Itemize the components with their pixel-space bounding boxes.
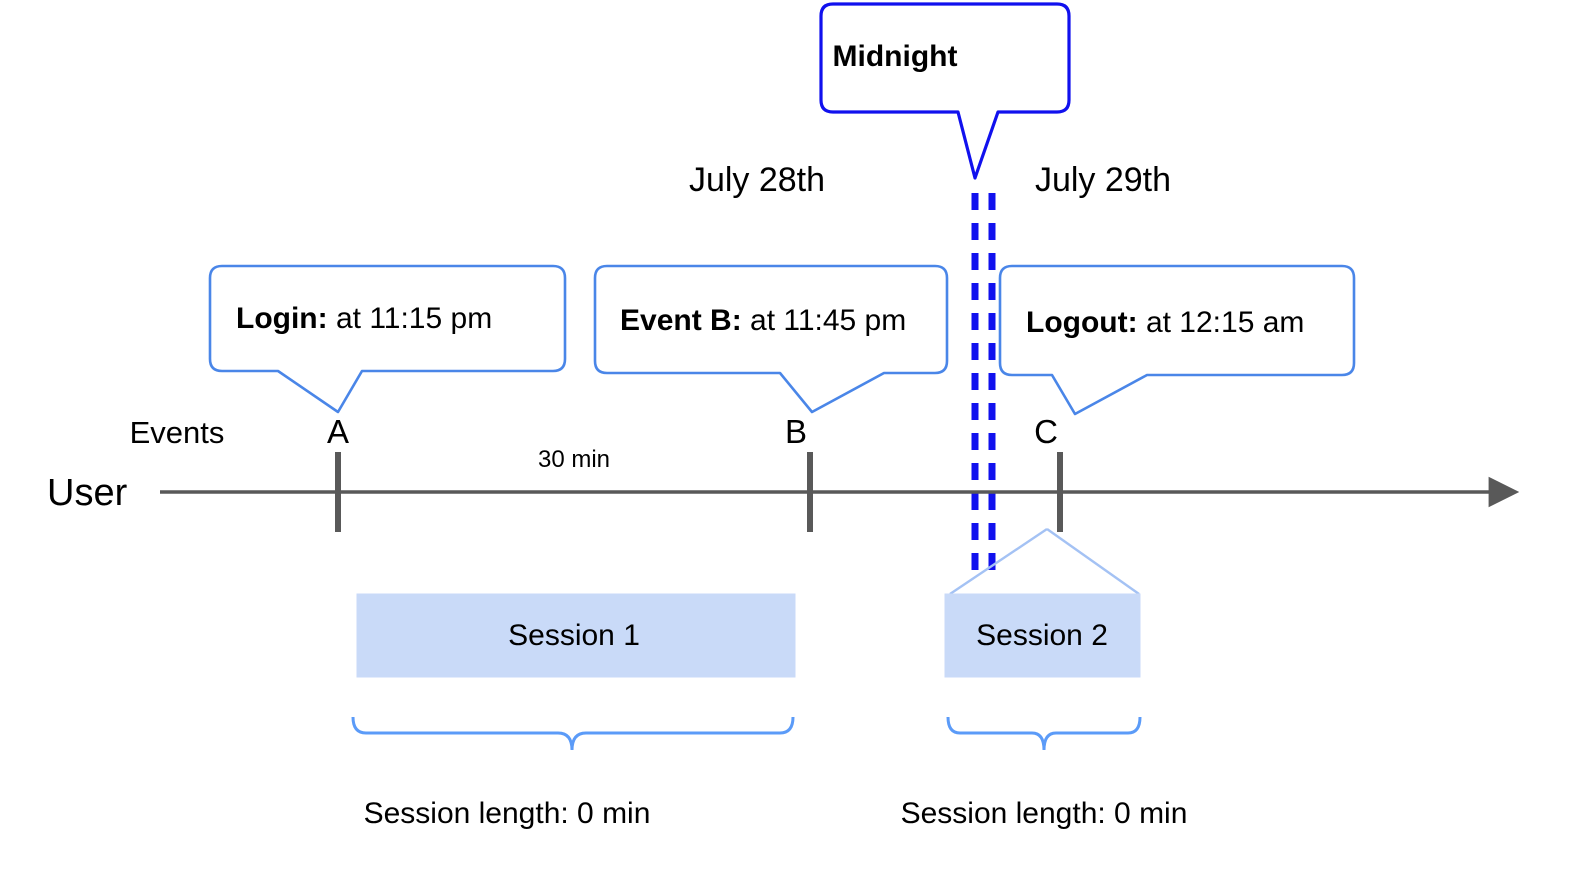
event-letter-c: C <box>1034 413 1058 450</box>
session-box-label-1: Session 1 <box>508 619 640 652</box>
session-length-label-1: Session length: 0 min <box>363 797 651 830</box>
callout-bold-logout: Logout: <box>1026 306 1138 339</box>
callout-label-logout: Logout: at 12:15 am <box>1026 308 1304 338</box>
callout-label-event-b: Event B: at 11:45 pm <box>620 306 906 336</box>
midnight-callout-shape <box>819 2 1071 180</box>
session-length-label-2: Session length: 0 min <box>900 797 1188 830</box>
session-box-1-shape <box>356 593 796 678</box>
midnight-dashed-lines <box>971 193 996 572</box>
callout-rest-login: at 11:15 pm <box>327 302 493 335</box>
callout-shape-a <box>208 264 567 414</box>
callout-bold-event-b: Event B: <box>620 304 742 337</box>
user-row-label: User <box>47 472 128 514</box>
callout-shape-b <box>593 264 949 414</box>
session-box-2-shape <box>944 593 1141 678</box>
callout-rest-event-b: at 11:45 pm <box>741 304 907 337</box>
callout-label-login: Login: at 11:15 pm <box>236 304 492 334</box>
event-letter-a: A <box>326 413 350 450</box>
callout-rest-logout: at 12:15 am <box>1137 306 1305 339</box>
events-row-label: Events <box>129 415 225 450</box>
session-box-label-2: Session 2 <box>976 619 1108 652</box>
callout-shape-c <box>998 264 1356 416</box>
date-label-july-29: July 29th <box>1034 161 1172 199</box>
callout-bold-login: Login: <box>236 302 328 335</box>
event-letter-b: B <box>784 413 808 450</box>
session2-brace <box>946 716 1142 751</box>
date-label-july-28: July 28th <box>688 161 826 199</box>
session1-brace <box>351 716 795 751</box>
interval-duration-label: 30 min <box>537 446 611 473</box>
midnight-label: Midnight <box>832 40 958 73</box>
session2-funnel-lines <box>949 528 1140 595</box>
